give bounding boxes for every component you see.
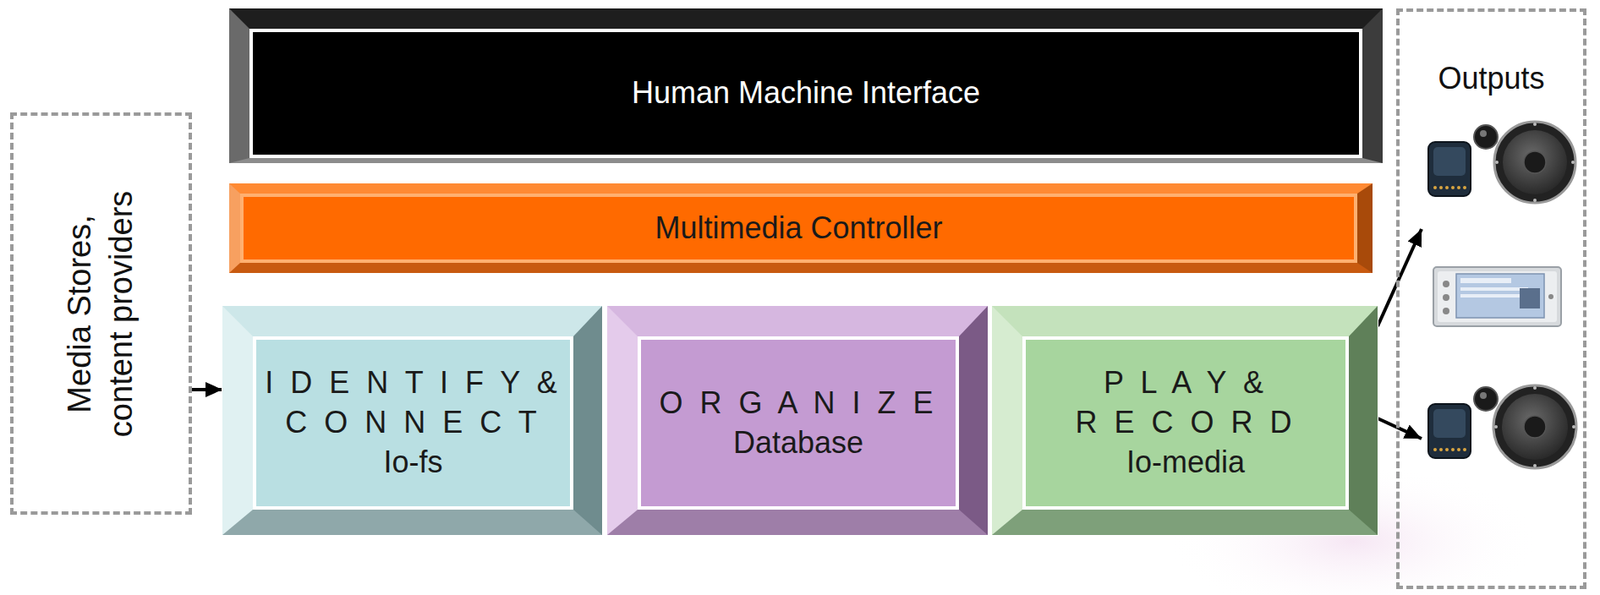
- text-line: Media Stores,: [59, 190, 101, 438]
- node-subtitle: Database: [733, 423, 864, 464]
- speaker-set: [1428, 121, 1576, 203]
- text-line: content providers: [101, 190, 143, 438]
- layer-band: Multimedia Controller: [229, 183, 1373, 274]
- source-box: Media Stores, content providers: [10, 112, 192, 516]
- flow-arrow: [191, 388, 223, 392]
- node-title: Human Machine Interface: [631, 73, 981, 114]
- flow-arrow: [1377, 229, 1422, 327]
- node-title: I D E N T I F Y & C O N N E C T: [264, 363, 561, 444]
- module-box: O R G A N I Z EDatabase: [607, 306, 988, 536]
- node-subtitle: Io-media: [1126, 443, 1245, 483]
- text-line: I D E N T I F Y &: [264, 363, 561, 404]
- node-title: Media Stores, content providers: [59, 190, 143, 438]
- node-title: P L A Y & R E C O R D: [1074, 363, 1296, 444]
- text-line: C O N N E C T: [264, 403, 561, 444]
- module-box: I D E N T I F Y & C O N N E C TIo-fs: [222, 306, 603, 536]
- node-subtitle: Io-fs: [383, 443, 443, 483]
- head-unit: [1433, 267, 1562, 327]
- text-line: P L A Y &: [1074, 363, 1296, 404]
- flow-arrow: [1377, 418, 1422, 439]
- module-box: P L A Y & R E C O R DIo-media: [991, 306, 1378, 536]
- layer-band: Human Machine Interface: [229, 8, 1383, 164]
- node-title: Multimedia Controller: [654, 208, 943, 249]
- speaker-set: [1428, 385, 1577, 469]
- node-title: O R G A N I Z E: [658, 383, 937, 424]
- node-title: Outputs: [1437, 59, 1545, 99]
- output-box: Outputs: [1396, 8, 1587, 590]
- text-line: R E C O R D: [1074, 403, 1296, 444]
